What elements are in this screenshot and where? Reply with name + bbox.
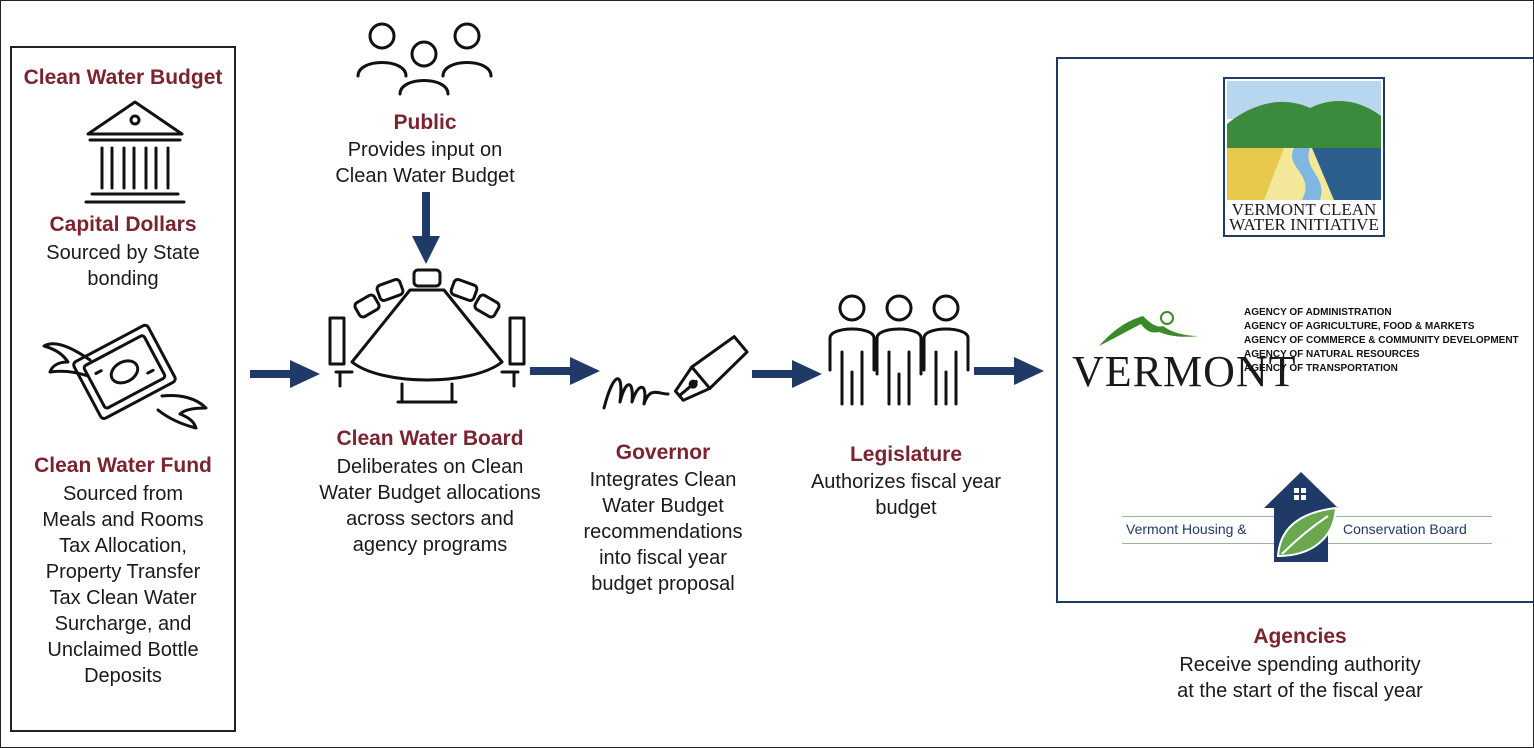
clean-water-budget-box (10, 46, 236, 732)
agency-list-item: AGENCY OF TRANSPORTATION (1244, 363, 1398, 374)
agency-list: AGENCY OF ADMINISTRATION AGENCY OF AGRIC… (1244, 306, 1530, 376)
capital-dollars-text: Sourced by State bonding (12, 240, 234, 292)
arrow-board-to-governor (530, 357, 600, 385)
clean-water-board-title: Clean Water Board (336, 427, 524, 450)
house-leaf-icon (1264, 472, 1338, 562)
people-group-icon (356, 22, 493, 96)
vhcb-left-text: Vermont Housing & (1126, 521, 1247, 537)
agencies-box (1056, 57, 1534, 603)
fund-line: Deposits (84, 665, 162, 687)
capital-line: Sourced by State (46, 242, 200, 264)
board-line: Water Budget allocations (319, 482, 541, 504)
capital-line: bonding (87, 268, 159, 290)
governor-line: Water Budget (602, 495, 724, 517)
public-text: Provides input on Clean Water Budget (310, 137, 540, 189)
governor-line: budget proposal (591, 573, 735, 595)
public-title: Public (393, 111, 457, 134)
public-line: Provides input on (347, 139, 503, 161)
legislature-text: Authorizes fiscal year budget (790, 469, 1022, 521)
legislature-line: budget (875, 497, 937, 519)
bank-icon (84, 100, 186, 204)
agency-list-item: AGENCY OF NATURAL RESOURCES (1244, 349, 1420, 360)
logo-text-line: WATER INITIATIVE (1229, 215, 1379, 234)
fund-line: Sourced from (62, 483, 184, 505)
governor-line: recommendations (583, 521, 743, 543)
agencies-text: Receive spending authority at the start … (1130, 652, 1470, 704)
board-line: across sectors and (346, 508, 514, 530)
agencies-line: at the start of the fiscal year (1177, 680, 1423, 702)
vermont-wordmark: VERMONT (1072, 347, 1297, 396)
fund-line: Tax Clean Water (49, 587, 197, 609)
governor-line: into fiscal year (599, 547, 727, 569)
board-line: agency programs (352, 534, 508, 556)
arrow-budget-to-board (250, 360, 320, 388)
fund-line: Tax Allocation, (59, 535, 187, 557)
budget-title: Clean Water Budget (23, 66, 223, 89)
agency-list-item: AGENCY OF AGRICULTURE, FOOD & MARKETS (1244, 321, 1475, 332)
fund-line: Surcharge, and (54, 613, 192, 635)
agencies-line: Receive spending authority (1179, 654, 1421, 676)
arrow-governor-to-legislature (752, 360, 822, 388)
fund-line: Meals and Rooms (42, 509, 204, 531)
vermont-clean-water-initiative-logo (1223, 77, 1385, 237)
fountain-pen-signature-icon (602, 335, 749, 410)
arrow-legislature-to-agencies (974, 357, 1044, 385)
agency-list-item: AGENCY OF ADMINISTRATION (1244, 307, 1392, 318)
governor-title: Governor (615, 441, 711, 464)
logo-text-line: VERMONT CLEAN (1231, 200, 1377, 219)
agency-list-item: AGENCY OF COMMERCE & COMMUNITY DEVELOPME… (1244, 335, 1519, 346)
fund-line: Unclaimed Bottle (47, 639, 199, 661)
conference-table-icon (328, 268, 526, 404)
board-line: Deliberates on Clean (336, 456, 524, 478)
public-line: Clean Water Budget (335, 165, 515, 187)
arrow-public-to-board (412, 192, 440, 264)
clean-water-logo-text: VERMONT CLEAN WATER INITIATIVE (1224, 200, 1384, 234)
capital-dollars-title: Capital Dollars (49, 213, 197, 236)
clean-water-fund-title: Clean Water Fund (34, 454, 212, 477)
clean-water-fund-text: Sourced from Meals and Rooms Tax Allocat… (12, 481, 234, 689)
flying-money-icon (42, 323, 208, 430)
governor-line: Integrates Clean (589, 469, 737, 491)
legislature-title: Legislature (849, 443, 963, 466)
vhcb-right-text: Conservation Board (1343, 521, 1467, 537)
governor-text: Integrates Clean Water Budget recommenda… (572, 467, 754, 597)
fund-line: Property Transfer (45, 561, 201, 583)
clean-water-board-text: Deliberates on Clean Water Budget alloca… (300, 454, 560, 558)
vermont-mountain-logo (1099, 311, 1199, 346)
agencies-title: Agencies (1253, 625, 1347, 648)
legislators-icon (828, 294, 970, 406)
legislature-line: Authorizes fiscal year (810, 471, 1002, 493)
